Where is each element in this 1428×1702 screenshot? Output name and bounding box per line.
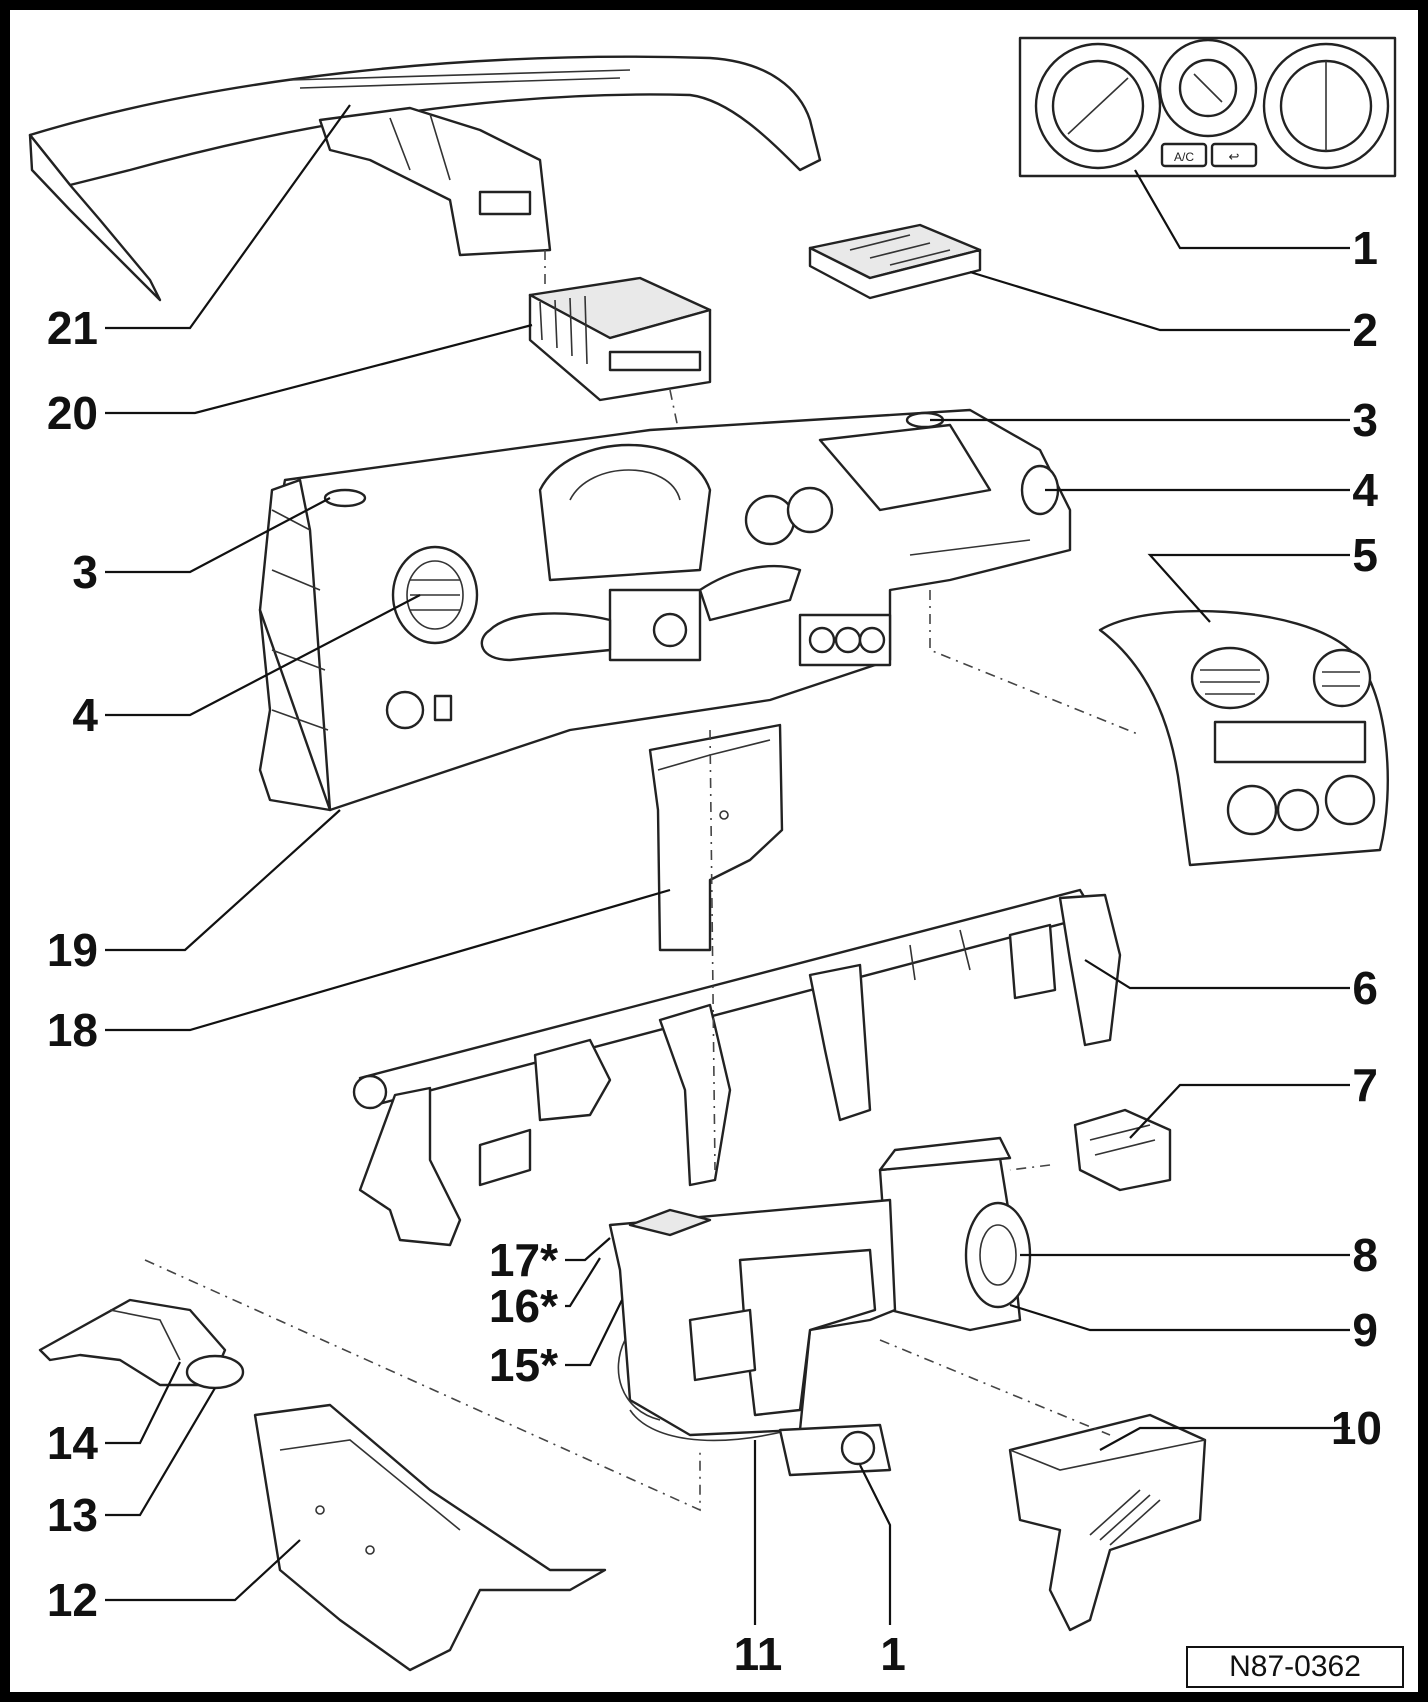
- callout-14: 14: [47, 1417, 99, 1469]
- part-13-14-vent: [38, 1298, 245, 1390]
- callout-4-left: 4: [72, 689, 98, 741]
- callout-19: 19: [47, 924, 98, 976]
- ac-button: [1160, 142, 1208, 168]
- recirc-button-label: ↩: [1229, 150, 1240, 165]
- part-21-dash-top-pad: [28, 55, 822, 302]
- part-2-filter: [808, 223, 982, 300]
- leader-lines: [105, 104, 1350, 1625]
- recirc-button: [1210, 142, 1258, 168]
- callout-1-top: 1: [1352, 222, 1378, 274]
- callout-4-right: 4: [1352, 464, 1378, 516]
- part-7-resistor: [1073, 1108, 1172, 1192]
- part-6-crossmember: [352, 888, 1122, 1247]
- part-8-9-heater-housing: [608, 1136, 1032, 1477]
- ac-button-label: A/C: [1174, 150, 1194, 164]
- callout-8: 8: [1352, 1229, 1378, 1281]
- part-1-control-panel: A/C ↩: [1018, 36, 1397, 178]
- callout-2: 2: [1352, 304, 1378, 356]
- callout-21: 21: [47, 302, 98, 354]
- alignment-lines: [144, 250, 1141, 1512]
- part-10-box: [1008, 1413, 1207, 1632]
- callout-5: 5: [1352, 529, 1378, 581]
- callout-16: 16*: [489, 1280, 558, 1332]
- callout-3-right: 3: [1352, 394, 1378, 446]
- callout-11: 11: [734, 1628, 783, 1680]
- exploded-dashboard-diagram: A/C ↩: [28, 36, 1397, 1680]
- callout-7: 7: [1352, 1059, 1378, 1111]
- diagram-sheet: A/C ↩: [10, 10, 1418, 1692]
- callout-labels: 1 2 3 4 5 6 7 8 9 10 1 11 12 13 14 15* 1…: [47, 222, 1382, 1680]
- callout-12: 12: [47, 1574, 98, 1626]
- part-19-dashboard: [258, 408, 1072, 812]
- callout-15: 15*: [489, 1339, 558, 1391]
- part-12-floor-duct: [253, 1403, 607, 1672]
- callout-17: 17*: [489, 1234, 558, 1286]
- callout-13: 13: [47, 1489, 98, 1541]
- reference-code: N87-0362: [1186, 1646, 1404, 1688]
- callout-10: 10: [1331, 1402, 1382, 1454]
- part-18-air-duct: [648, 723, 784, 952]
- callout-9: 9: [1352, 1304, 1378, 1356]
- callout-6: 6: [1352, 962, 1378, 1014]
- callout-20: 20: [47, 387, 98, 439]
- part-20-vent-box: [528, 276, 712, 402]
- callout-18: 18: [47, 1004, 98, 1056]
- callout-3-left: 3: [72, 546, 98, 598]
- callout-1-bottom: 1: [880, 1628, 906, 1680]
- part-5-center-facia: [1098, 609, 1389, 867]
